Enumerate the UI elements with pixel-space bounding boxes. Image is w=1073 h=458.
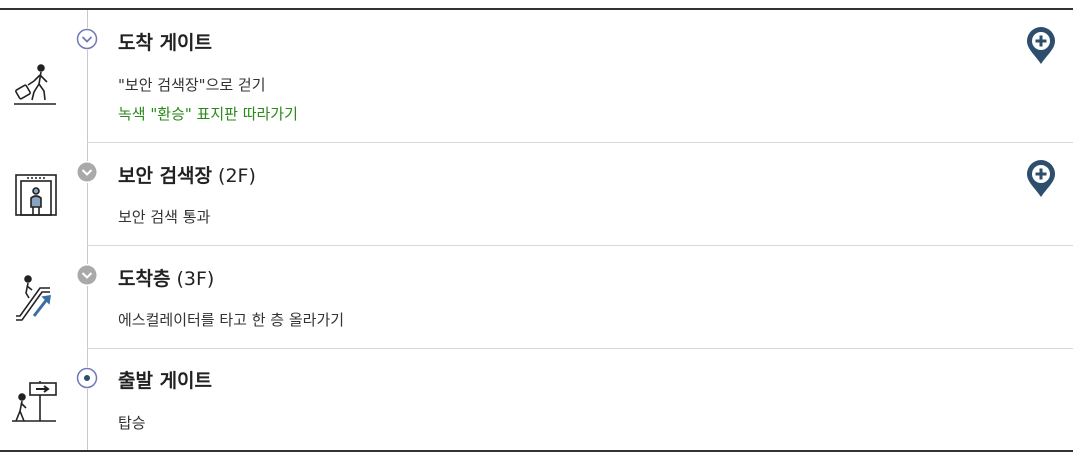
destination-marker-icon	[76, 367, 98, 389]
step-title: 도착층 (3F)	[118, 264, 214, 291]
step-description: 보안 검색 통과	[118, 208, 211, 226]
step-divider	[87, 245, 1073, 246]
step-floor: (3F)	[170, 268, 215, 290]
step-divider	[87, 348, 1073, 349]
route-steps-panel	[0, 8, 1073, 452]
escalator-up-icon	[10, 272, 62, 324]
step-note: 녹색 "환승" 표지판 따라가기	[118, 105, 298, 123]
add-location-pin-button[interactable]	[1024, 159, 1058, 199]
step-floor: (2F)	[212, 165, 256, 187]
route-step-security: 보안 검색장 (2F) 보안 검색 통과	[0, 143, 1073, 245]
expand-step-button[interactable]	[76, 264, 98, 286]
step-title: 출발 게이트	[118, 366, 212, 393]
route-step-arrival-gate: 도착 게이트 "보안 검색장"으로 걷기 녹색 "환승" 표지판 따라가기	[0, 10, 1073, 142]
step-divider	[87, 142, 1073, 143]
collapse-step-button[interactable]	[76, 28, 98, 50]
step-title: 보안 검색장 (2F)	[118, 161, 256, 188]
route-step-arrival-floor: 도착층 (3F) 에스컬레이터를 타고 한 층 올라가기	[0, 246, 1073, 348]
step-title-text: 도착층	[118, 268, 171, 290]
step-description: "보안 검색장"으로 걷기	[118, 76, 266, 94]
step-title: 도착 게이트	[118, 28, 212, 55]
step-title-text: 도착 게이트	[118, 32, 213, 54]
step-description: 탑승	[118, 414, 146, 432]
departure-gate-sign-icon	[10, 375, 62, 427]
step-title-text: 출발 게이트	[118, 370, 213, 392]
add-location-pin-button[interactable]	[1024, 26, 1058, 66]
walking-with-luggage-icon	[10, 60, 62, 112]
security-scanner-icon	[10, 167, 62, 219]
route-step-departure-gate: 출발 게이트 탑승	[0, 349, 1073, 449]
expand-step-button[interactable]	[76, 161, 98, 183]
timeline-line	[87, 10, 88, 450]
step-title-text: 보안 검색장	[118, 165, 213, 187]
step-description: 에스컬레이터를 타고 한 층 올라가기	[118, 311, 345, 329]
